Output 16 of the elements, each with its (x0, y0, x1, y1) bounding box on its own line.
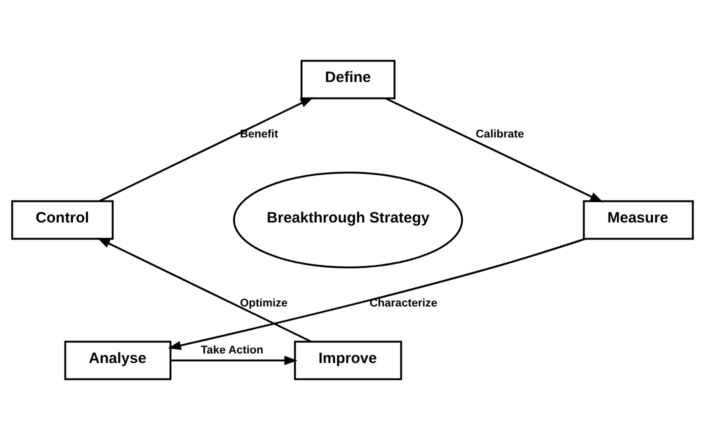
arrow (168, 237, 586, 350)
node-box: Measure (582, 200, 694, 240)
node-box: Improve (294, 340, 402, 380)
node-box: Define (300, 59, 396, 99)
edge-label: Calibrate (476, 128, 524, 140)
edge-label: Optimize (240, 297, 288, 310)
edge-label: Take Action (200, 344, 264, 356)
edge-label: Benefit (240, 128, 278, 140)
arrow (96, 237, 312, 342)
node-box: Analyse (64, 340, 172, 380)
arrow (170, 355, 298, 365)
edge-label: Characterize (370, 297, 438, 310)
arrow (99, 96, 314, 202)
arrow (385, 97, 604, 202)
node-ellipse: Breakthrough Strategy (233, 171, 463, 268)
node-box: Control (11, 200, 114, 240)
